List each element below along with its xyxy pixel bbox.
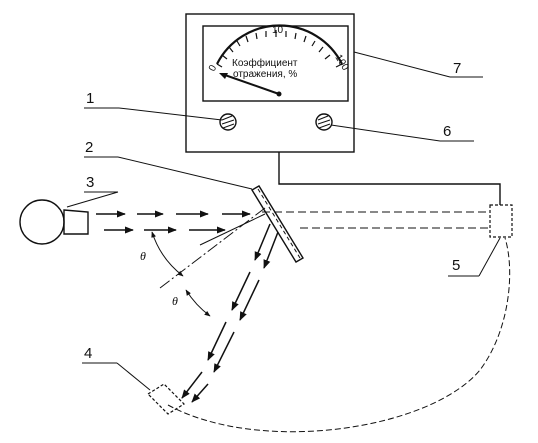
surface-normal [159, 207, 266, 289]
callout-6: 6 [443, 123, 451, 140]
reflected-beams [181, 223, 279, 403]
theta-reflection-label: θ [172, 294, 178, 308]
scale-label-0: 0 [207, 63, 220, 73]
knob-right [315, 113, 333, 131]
reference-path [262, 211, 490, 229]
callout-4: 4 [84, 345, 92, 362]
scale-label-10: 10 [272, 25, 284, 36]
incident-beams [96, 210, 251, 234]
callout-7: 7 [453, 60, 461, 77]
needle-pivot [276, 91, 282, 97]
light-source [19, 199, 89, 245]
callouts: 1 2 3 4 5 6 7 [66, 51, 501, 391]
receiver-track-arc [167, 237, 511, 433]
knob-left [219, 113, 237, 131]
angle-arc-incidence [151, 231, 184, 277]
meter-needle [221, 73, 280, 95]
signal-cable [278, 152, 501, 205]
receiver-measuring [147, 383, 185, 415]
callout-3: 3 [86, 174, 94, 191]
meter-scale-ticks [216, 30, 343, 68]
angle-arc-reflection [185, 289, 211, 317]
meter-caption-line1: Коэффициент [232, 57, 298, 69]
callout-1: 1 [86, 90, 94, 107]
meter-caption-line2: отражения, % [233, 69, 297, 80]
theta-incidence-label: θ [140, 249, 146, 263]
meter-housing [185, 13, 355, 153]
callout-2: 2 [85, 139, 93, 156]
callout-5: 5 [452, 257, 460, 274]
meter-instrument: 0 10 100 Коэффициент отражения, % [185, 13, 355, 153]
sample-plate [251, 185, 304, 263]
needle-tip [219, 73, 228, 79]
receiver-reference [489, 204, 513, 238]
incidence-line [199, 213, 266, 246]
